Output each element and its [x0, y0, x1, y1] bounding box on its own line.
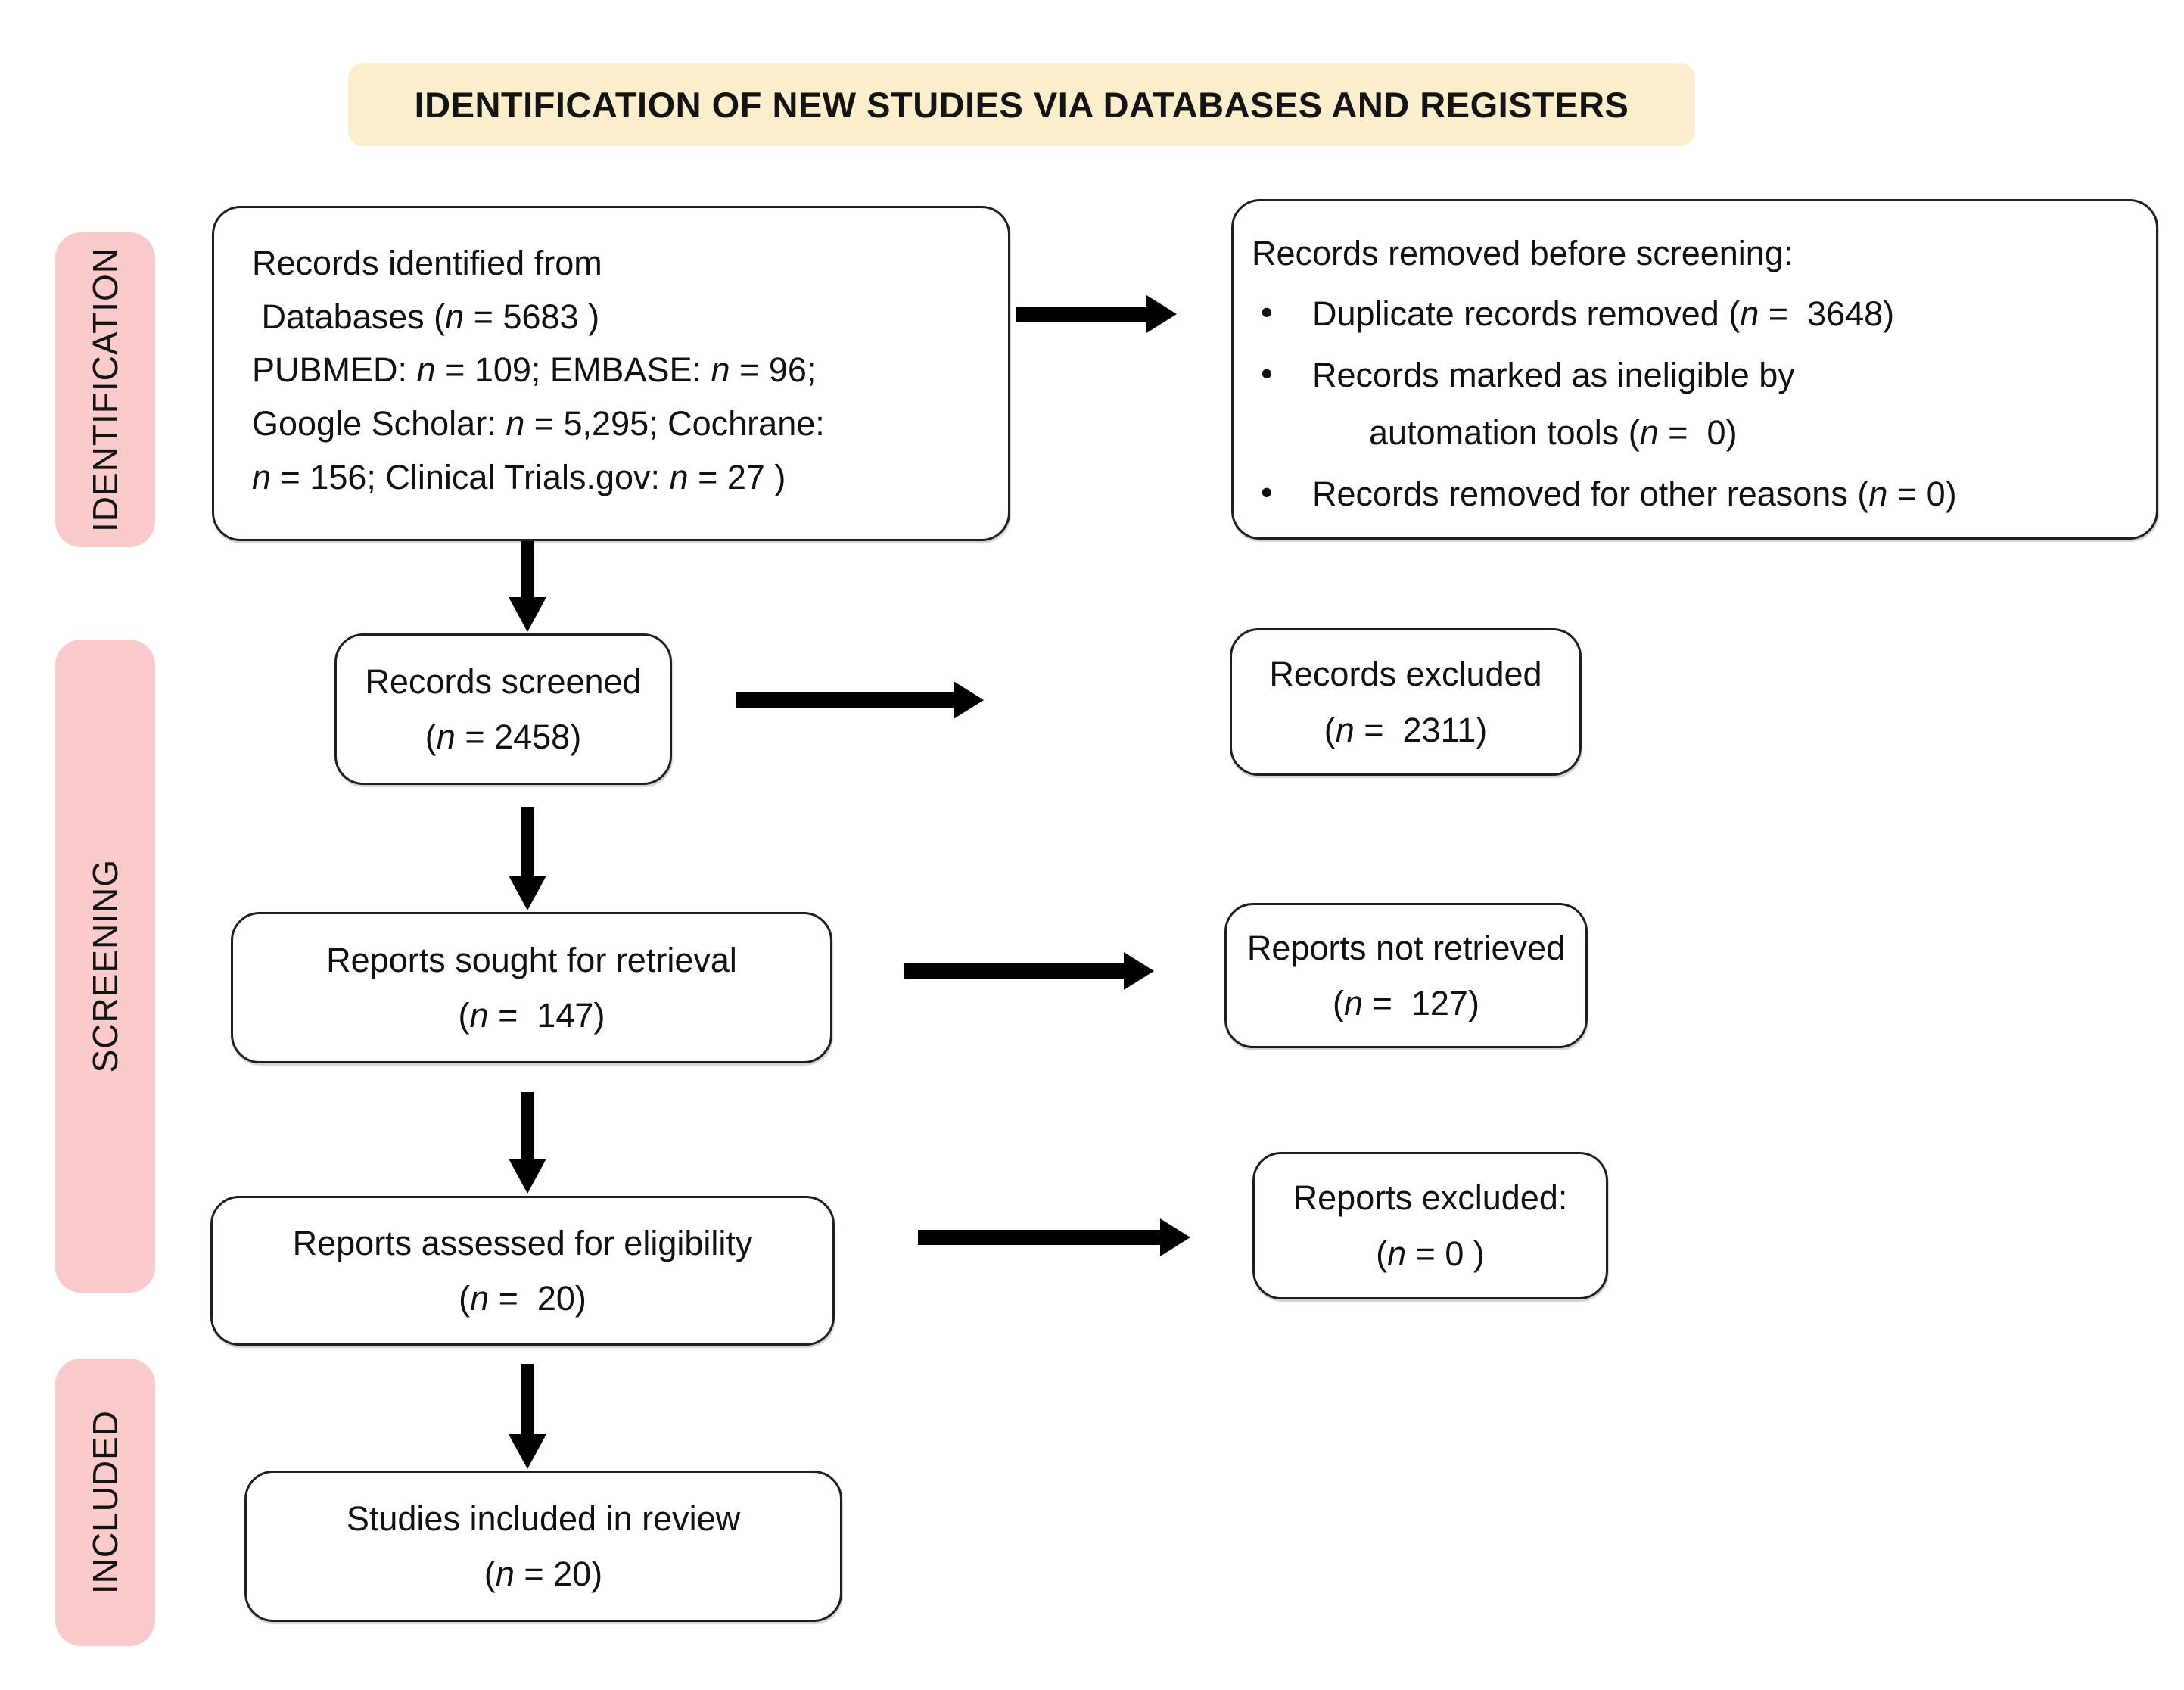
- stage-label-included: INCLUDED: [86, 1410, 125, 1595]
- title-banner: IDENTIFICATION OF NEW STUDIES VIA DATABA…: [348, 63, 1695, 146]
- arrow-shaft: [521, 1364, 534, 1437]
- arrow-head: [1146, 295, 1177, 333]
- arrow-down-icon: [509, 1092, 546, 1194]
- box-studies-included: Studies included in review (n = 20): [244, 1471, 842, 1622]
- box-reports-sought: Reports sought for retrieval (n = 147): [231, 912, 832, 1063]
- arrow-down-icon: [509, 807, 546, 910]
- arrow-right-icon: [736, 681, 984, 719]
- reports-sought-text: Reports sought for retrieval (n = 147): [326, 940, 737, 1035]
- box-reports-excluded: Reports excluded: (n = 0 ): [1252, 1152, 1608, 1299]
- arrow-shaft: [521, 541, 534, 600]
- arrow-right-icon: [1016, 295, 1177, 333]
- box-records-excluded: Records excluded (n = 2311): [1230, 628, 1582, 776]
- arrow-shaft: [521, 807, 534, 879]
- box-reports-assessed: Reports assessed for eligibility (n = 20…: [210, 1196, 835, 1346]
- reports-excluded-text: Reports excluded: (n = 0 ): [1293, 1178, 1568, 1273]
- records-removed-bullet-list: Duplicate records removed (n = 3648) Rec…: [1234, 284, 2156, 523]
- arrow-down-icon: [509, 541, 546, 632]
- arrow-head: [509, 1159, 546, 1194]
- bullet-other-reasons: Records removed for other reasons (n = 0…: [1252, 464, 2141, 523]
- bullet-duplicate-records: Duplicate records removed (n = 3648): [1252, 284, 2141, 343]
- arrow-shaft: [521, 1092, 534, 1162]
- box-records-removed: Records removed before screening: Duplic…: [1231, 199, 2158, 540]
- arrow-head: [509, 597, 546, 632]
- records-screened-text: Records screened (n = 2458): [365, 661, 642, 756]
- bullet-ineligible-automation: Records marked as ineligible by automati…: [1252, 345, 2141, 461]
- diagram-title: IDENTIFICATION OF NEW STUDIES VIA DATABA…: [414, 84, 1629, 125]
- records-excluded-text: Records excluded (n = 2311): [1269, 655, 1542, 749]
- arrow-shaft: [1016, 307, 1150, 322]
- box-reports-not-retrieved: Reports not retrieved (n = 127): [1224, 903, 1588, 1048]
- stage-bar-identification: IDENTIFICATION: [55, 232, 155, 547]
- arrow-head: [509, 876, 546, 910]
- records-identified-text: Records identified from Databases (n = 5…: [252, 244, 825, 496]
- reports-assessed-text: Reports assessed for eligibility (n = 20…: [292, 1223, 753, 1318]
- arrow-down-icon: [509, 1364, 546, 1469]
- arrow-head: [954, 681, 984, 719]
- box-records-identified: Records identified from Databases (n = 5…: [212, 206, 1010, 541]
- arrow-head: [1124, 952, 1154, 990]
- records-removed-heading: Records removed before screening:: [1252, 234, 1794, 272]
- reports-not-retrieved-text: Reports not retrieved (n = 127): [1246, 928, 1566, 1022]
- stage-bar-included: INCLUDED: [55, 1359, 155, 1646]
- arrow-shaft: [904, 963, 1127, 979]
- studies-included-text: Studies included in review (n = 20): [346, 1499, 741, 1593]
- arrow-right-icon: [904, 952, 1154, 990]
- stage-label-screening: SCREENING: [86, 859, 125, 1073]
- stage-bar-screening: SCREENING: [55, 640, 155, 1293]
- arrow-shaft: [736, 692, 957, 708]
- box-records-screened: Records screened (n = 2458): [334, 633, 672, 785]
- arrow-head: [509, 1434, 546, 1469]
- stage-label-identification: IDENTIFICATION: [86, 247, 125, 533]
- arrow-shaft: [918, 1230, 1163, 1245]
- arrow-right-icon: [918, 1218, 1190, 1256]
- arrow-head: [1160, 1218, 1190, 1256]
